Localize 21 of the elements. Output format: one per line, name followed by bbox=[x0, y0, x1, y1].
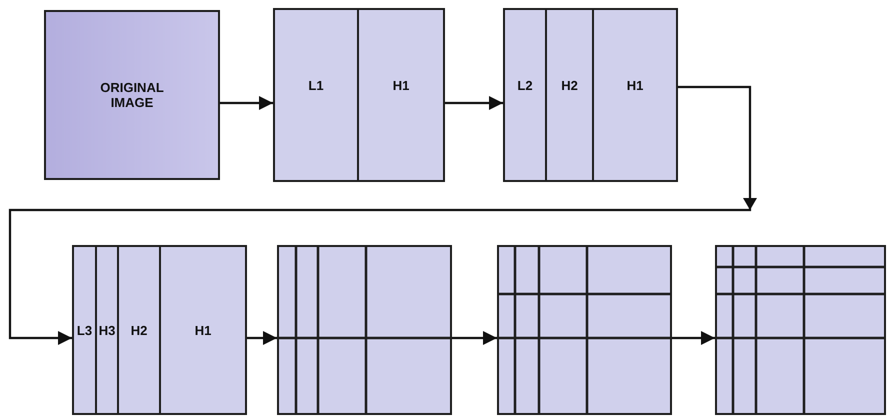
subband-label: L3 bbox=[76, 322, 92, 338]
arrow bbox=[452, 331, 497, 345]
subband-label: L1 bbox=[308, 78, 324, 92]
arrow bbox=[8, 86, 757, 345]
arrow bbox=[220, 96, 273, 110]
subband-label: H1 bbox=[626, 78, 644, 92]
subband-label: H1 bbox=[392, 78, 410, 92]
box-label: ORIGINAL IMAGE bbox=[99, 80, 165, 110]
arrow bbox=[247, 331, 277, 345]
subband-label: H2 bbox=[561, 78, 578, 92]
subband-box bbox=[273, 8, 445, 182]
subband-box bbox=[72, 245, 247, 415]
arrow bbox=[672, 331, 715, 345]
subband-label: H1 bbox=[194, 322, 212, 338]
subband-label: H3 bbox=[98, 322, 116, 338]
subband-column bbox=[97, 247, 119, 413]
subband-label: H2 bbox=[130, 322, 148, 338]
subband-label: L2 bbox=[517, 78, 533, 92]
arrow bbox=[445, 96, 503, 110]
image-box bbox=[44, 10, 220, 180]
subband-box bbox=[503, 8, 678, 182]
